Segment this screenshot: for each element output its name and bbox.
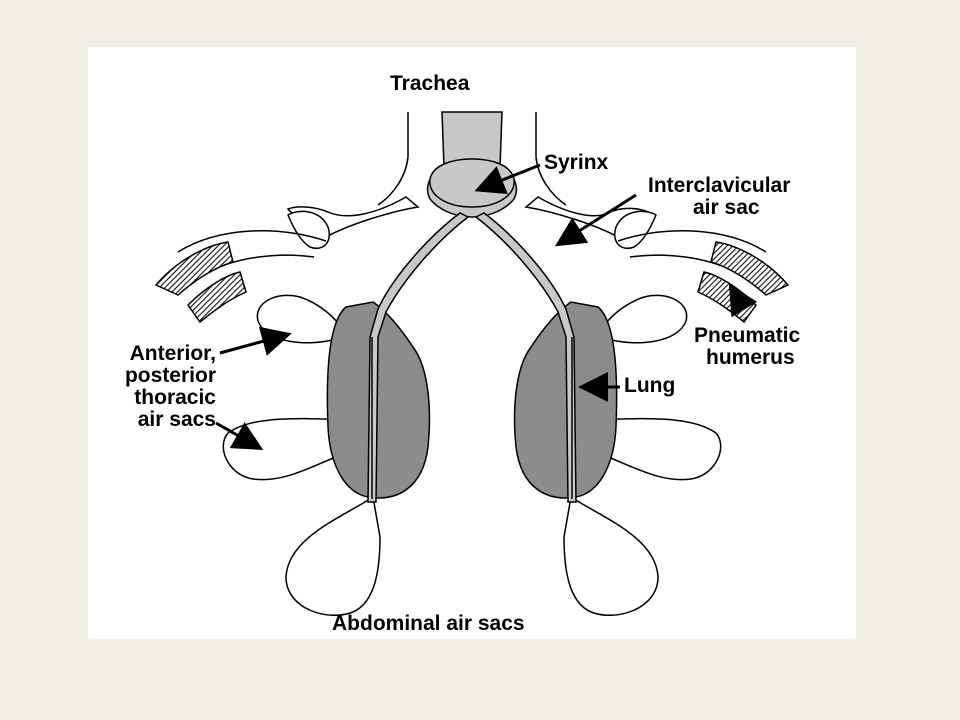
posterior-thoracic-sac-left <box>222 417 337 481</box>
lung-left <box>326 301 431 499</box>
label-thoracic-air-sacs: Anterior, posterior thoracic air sacs <box>88 343 216 431</box>
syrinx-body <box>429 158 515 208</box>
label-interclavicular-line1: Interclavicular <box>648 174 791 197</box>
anterior-thoracic-sac-right <box>600 294 688 344</box>
clavicle-outline-right-outer <box>617 230 767 253</box>
bronchus-right <box>474 212 577 503</box>
trachea-outline-right <box>535 112 567 206</box>
humerus-left-upper <box>154 241 234 296</box>
label-syrinx: Syrinx <box>544 151 609 174</box>
label-pneumatic-line1: Pneumatic <box>694 324 801 347</box>
label-pneumatic-humerus: Pneumatic humerus <box>694 325 800 369</box>
label-thoracic-line1: Anterior, <box>129 342 216 365</box>
bronchus-left <box>367 212 470 503</box>
label-thoracic-line4: air sacs <box>137 408 216 431</box>
label-lung: Lung <box>624 374 676 397</box>
syrinx-arrow <box>474 163 541 195</box>
humerus-left-lower <box>187 271 247 324</box>
diagram-panel: Trachea Syrinx Interclavicular air sac P… <box>88 47 856 639</box>
abdominal-sac-right <box>563 495 659 616</box>
anterior-thoracic-arrow <box>219 326 292 356</box>
posterior-thoracic-sac-right <box>607 417 722 481</box>
avian-respiratory-diagram <box>154 111 790 616</box>
anterior-thoracic-sac-left <box>256 294 344 344</box>
label-pneumatic-line2: humerus <box>706 346 795 369</box>
pneumatic-humerus-arrow <box>728 283 758 318</box>
label-interclavicular-air-sac: Interclavicular air sac <box>648 175 790 219</box>
label-abdominal-air-sacs: Abdominal air sacs <box>332 612 525 635</box>
interclavicular-arrow <box>554 193 637 247</box>
trachea-outline-left <box>377 112 409 206</box>
lung-right <box>513 301 618 499</box>
posterior-thoracic-arrow <box>215 421 264 450</box>
label-thoracic-line2: posterior <box>124 364 216 387</box>
label-interclavicular-line2: air sac <box>693 196 760 219</box>
clavicle-outline-left-outer <box>177 230 327 253</box>
label-thoracic-line3: thoracic <box>134 386 216 409</box>
abdominal-sac-left <box>285 495 381 616</box>
label-trachea: Trachea <box>390 72 470 95</box>
